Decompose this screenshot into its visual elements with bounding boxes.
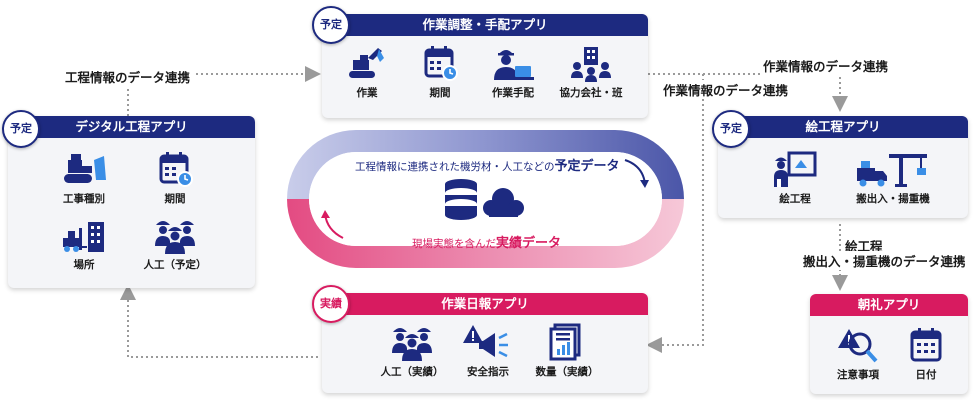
bulldozer-icon bbox=[64, 154, 106, 183]
flow-label-ekoutei-1: 絵工程 bbox=[842, 236, 886, 255]
item-suuryou-jisseki: 数量（実績） bbox=[522, 323, 612, 379]
card-title: 作業調整・手配アプリ bbox=[322, 14, 648, 36]
excavator-icon bbox=[349, 48, 384, 78]
item-label: 人工（予定） bbox=[143, 259, 207, 271]
flow-label-ekoutei-2: 搬出入・揚重機のデータ連携 bbox=[800, 251, 969, 270]
item-label: 作業 bbox=[356, 87, 378, 99]
loop-top-label: 工程情報に連携された機労材・人工などの予定データ bbox=[355, 155, 620, 174]
worker-board-icon bbox=[774, 151, 817, 187]
item-label: 協力会社・班 bbox=[559, 87, 623, 99]
item-label: 搬出入・揚重機 bbox=[856, 193, 930, 205]
item-basho: 場所 bbox=[44, 216, 124, 272]
loop-top-emph: 予定データ bbox=[554, 159, 620, 174]
card-title: 絵工程アプリ bbox=[718, 116, 968, 138]
item-kikan: 期間 bbox=[135, 150, 215, 206]
loop-top-band bbox=[287, 130, 684, 199]
item-label: 工事種別 bbox=[63, 193, 105, 205]
item-hanshutsu: 搬出入・揚重機 bbox=[838, 150, 948, 206]
chourei-card[interactable]: 朝礼アプリ 注意事項 日付 bbox=[810, 294, 968, 394]
truck-crane-icon bbox=[857, 154, 927, 187]
item-label: 安全指示 bbox=[467, 366, 509, 378]
item-sagyou-tehai: 作業手配 bbox=[480, 44, 546, 100]
loop-inner bbox=[309, 152, 662, 246]
item-label: 注意事項 bbox=[837, 369, 879, 381]
item-anzen-shiji: 安全指示 bbox=[450, 323, 526, 379]
loop-bottom-label: 現場実態を含んだ実績データ bbox=[412, 232, 561, 251]
cloud-icon bbox=[483, 188, 524, 217]
loop-bottom-band bbox=[287, 199, 684, 268]
item-hizuke: 日付 bbox=[898, 326, 954, 382]
workers-icon bbox=[155, 221, 195, 254]
warning-megaphone-icon bbox=[463, 325, 508, 358]
sagyou-chousei-card[interactable]: 作業調整・手配アプリ 予定 作業 期間 作 bbox=[312, 6, 648, 118]
workers-icon bbox=[392, 328, 432, 361]
loop-bottom-text: 現場実態を含んだ bbox=[412, 238, 496, 250]
data-loop bbox=[287, 130, 684, 268]
item-label: 作業手配 bbox=[492, 87, 534, 99]
status-badge: 予定 bbox=[712, 110, 750, 148]
sagyou-nippou-card[interactable]: 作業日報アプリ 実績 人工（実績） 安全指示 数量（実績） bbox=[312, 285, 648, 393]
item-kouji-shubetsu: 工事種別 bbox=[44, 150, 124, 206]
loop-top-text: 工程情報に連携された機労材・人工などの bbox=[355, 161, 555, 173]
e-koutei-card[interactable]: 絵工程アプリ 予定 絵工程 搬出入・揚重機 bbox=[712, 110, 968, 218]
item-chuui-jikou: 注意事項 bbox=[826, 326, 890, 382]
calendar-icon bbox=[910, 328, 942, 362]
item-ninku-yotei: 人工（予定） bbox=[130, 216, 220, 272]
warning-search-icon bbox=[838, 329, 878, 363]
item-label: 絵工程 bbox=[779, 193, 811, 205]
item-label: 期間 bbox=[429, 87, 451, 99]
forklift-building-icon bbox=[63, 222, 104, 252]
item-label: 数量（実績） bbox=[535, 366, 599, 378]
item-sagyou: 作業 bbox=[336, 44, 398, 100]
flow-label-sagyou-2: 作業情報のデータ連携 bbox=[660, 80, 792, 99]
card-title: 朝礼アプリ bbox=[810, 294, 968, 316]
item-kyouryoku: 協力会社・班 bbox=[550, 44, 632, 100]
status-badge: 予定 bbox=[2, 110, 40, 148]
connector-to-nippou bbox=[646, 74, 704, 353]
status-badge: 実績 bbox=[312, 285, 350, 323]
item-ninku-jisseki: 人工（実績） bbox=[372, 323, 452, 379]
item-label: 期間 bbox=[164, 193, 186, 205]
worker-laptop-icon bbox=[494, 50, 534, 80]
company-team-icon bbox=[571, 47, 611, 82]
item-label: 人工（実績） bbox=[380, 366, 444, 378]
item-kikan: 期間 bbox=[409, 44, 471, 100]
calendar-clock-icon bbox=[159, 152, 193, 187]
connector-nippou-to-digital bbox=[120, 284, 318, 358]
status-badge: 予定 bbox=[312, 6, 350, 44]
loop-bottom-emph: 実績データ bbox=[496, 236, 562, 251]
item-label: 日付 bbox=[915, 369, 937, 381]
document-chart-icon bbox=[549, 323, 581, 361]
item-e-koutei: 絵工程 bbox=[758, 150, 832, 206]
flow-label-koutei: 工程情報のデータ連携 bbox=[62, 67, 194, 86]
item-label: 場所 bbox=[73, 259, 95, 271]
card-title: 作業日報アプリ bbox=[322, 293, 648, 315]
card-title: デジタル工程アプリ bbox=[8, 116, 255, 138]
database-icon bbox=[445, 179, 477, 220]
digital-koutei-card[interactable]: デジタル工程アプリ 予定 工事種別 期間 bbox=[2, 110, 255, 288]
calendar-clock-icon bbox=[424, 46, 458, 81]
flow-label-sagyou-1: 作業情報のデータ連携 bbox=[760, 56, 892, 75]
